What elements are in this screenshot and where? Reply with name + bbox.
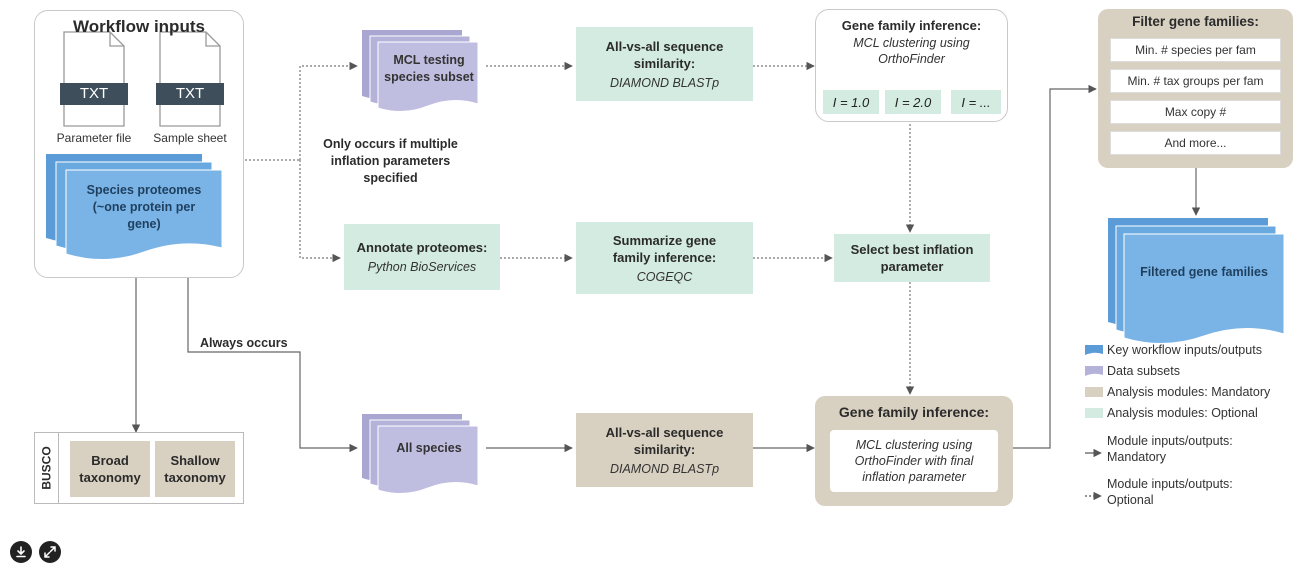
legend-subsets: Data subsets: [1107, 364, 1180, 378]
filtered-doc-stack: [1108, 218, 1285, 344]
legend-key: Key workflow inputs/outputs: [1107, 343, 1262, 357]
file-icon-parameter: [60, 31, 128, 127]
summarize-module: Summarize gene family inference: COGEQC: [576, 222, 753, 294]
inflation-2: I = 2.0: [885, 90, 941, 114]
busco-shallow: Shallow taxonomy: [155, 441, 235, 497]
select-best-module: Select best inflation parameter: [834, 234, 990, 282]
all-species-doc-stack: [362, 414, 479, 494]
parameter-file-label: Parameter file: [56, 131, 132, 145]
file-ext-2: TXT: [175, 85, 205, 102]
file-ext-1: TXT: [79, 85, 109, 102]
expand-icon[interactable]: [39, 541, 61, 563]
allvsall-mandatory-module: All-vs-all sequence similarity: DIAMOND …: [576, 413, 753, 487]
legend-swatch-blue: [1085, 345, 1103, 355]
always-note: Always occurs: [200, 336, 288, 350]
species-proteomes-label: Species proteomes (~one protein per gene…: [86, 183, 202, 231]
download-icon[interactable]: [10, 541, 32, 563]
legend-mandatory: Analysis modules: Mandatory: [1107, 385, 1271, 399]
file-icon-sample: [156, 31, 224, 127]
workflow-inputs-title: Workflow inputs: [73, 17, 205, 36]
filtered-label: Filtered gene families: [1140, 265, 1268, 279]
inflation-1: I = 1.0: [823, 90, 879, 114]
legend-swatch-green: [1085, 408, 1103, 418]
mcl-subset-label: MCL testing species subset: [384, 53, 474, 84]
allvsall-optional-module: All-vs-all sequence similarity: DIAMOND …: [576, 27, 753, 101]
busco-broad: Broad taxonomy: [70, 441, 150, 497]
legend-optional: Analysis modules: Optional: [1107, 406, 1258, 420]
optional-note: Only occurs if multiple inflation parame…: [323, 137, 458, 185]
filter-item-4: And more...: [1110, 131, 1281, 155]
filter-item-1: Min. # species per fam: [1110, 38, 1281, 62]
legend-arrow-optional: Module inputs/outputs: Optional: [1107, 477, 1233, 507]
filter-item-3: Max copy #: [1110, 100, 1281, 124]
legend-arrow-mandatory: Module inputs/outputs: Mandatory: [1107, 434, 1233, 464]
gfi-final-sub: MCL clustering using OrthoFinder with fi…: [830, 430, 998, 492]
inflation-3: I = ...: [951, 90, 1001, 114]
proteomes-doc-stack: [46, 154, 223, 261]
filter-item-2: Min. # tax groups per fam: [1110, 69, 1281, 93]
all-species-label: All species: [396, 441, 462, 455]
legend-swatch-purple: [1085, 366, 1103, 376]
busco-label: BUSCO: [35, 433, 59, 503]
mcl-subset-doc-stack: [362, 30, 479, 112]
legend-swatch-tan: [1085, 387, 1103, 397]
sample-sheet-label: Sample sheet: [153, 131, 227, 145]
workflow-inputs-panel: [34, 10, 244, 278]
annotate-module: Annotate proteomes: Python BioServices: [344, 224, 500, 290]
